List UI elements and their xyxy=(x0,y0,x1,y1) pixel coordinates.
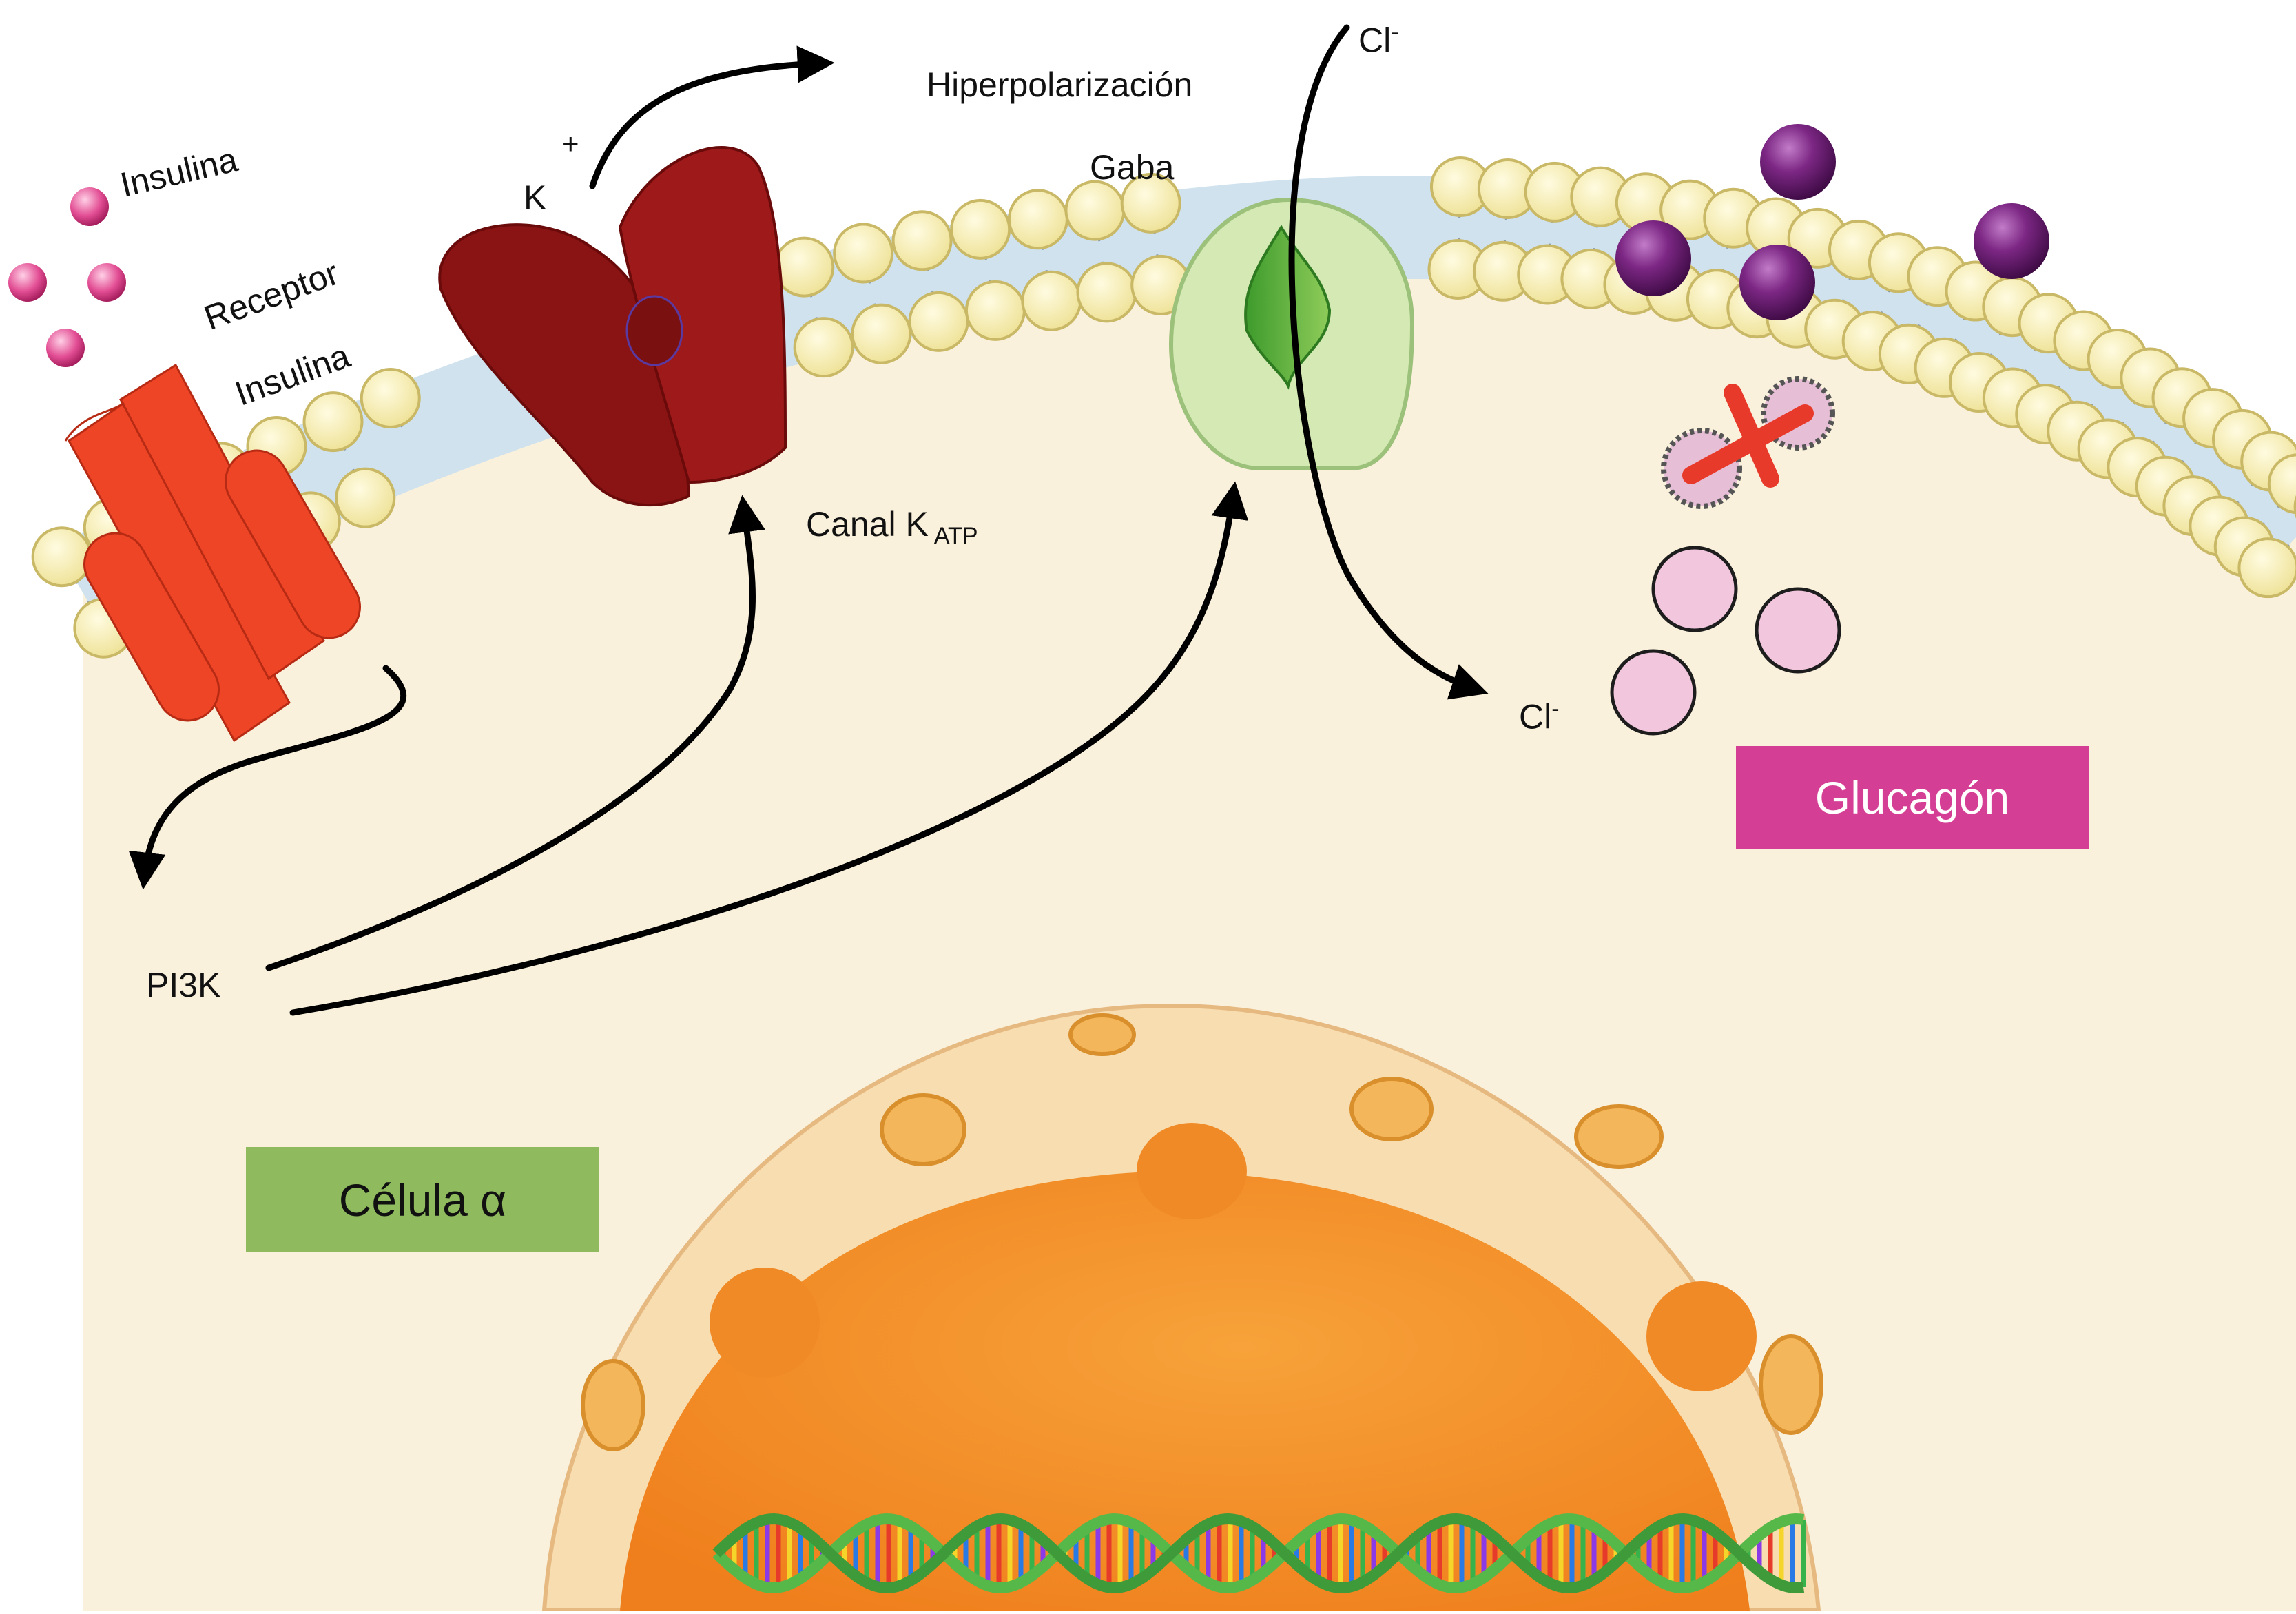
cl-bottom-label: Cl- xyxy=(1519,697,1560,734)
glucagon-outside xyxy=(1615,124,2049,320)
glucagon-granules xyxy=(1610,546,1841,736)
glucagon-box xyxy=(1736,746,2089,849)
canal-k-text: Canal K xyxy=(806,505,929,544)
cl-bottom-symbol: Cl xyxy=(1519,697,1552,736)
insulin-molecules xyxy=(8,187,126,367)
gaba-label: Gaba xyxy=(1090,148,1175,187)
cl-top-symbol: Cl xyxy=(1358,21,1392,60)
glucagon-granule-icon xyxy=(1610,649,1697,736)
insulin-molecule-icon xyxy=(8,263,47,302)
k-charge-label: + xyxy=(562,127,579,160)
nucleoplasm xyxy=(620,1171,1750,1611)
cl-bottom-charge: - xyxy=(1551,696,1560,722)
insulin-receptor-icon xyxy=(64,363,361,743)
cl-top-label: Cl- xyxy=(1358,21,1399,58)
katp-channel-icon xyxy=(438,146,787,507)
arrows xyxy=(128,24,1489,1016)
nucleus xyxy=(541,1003,1823,1613)
cl-influx-arrow xyxy=(1288,24,1489,700)
canal-k-sub: ATP xyxy=(933,523,978,549)
hiperpolarizacion-label: Hiperpolarización xyxy=(927,65,1193,104)
glucagon-granule-icon xyxy=(1755,587,1841,674)
celula-alpha-label: Célula α xyxy=(338,1174,507,1225)
pi3k-to-gaba-arrow xyxy=(289,481,1249,1016)
receptor-to-pi3k-arrow xyxy=(128,665,406,890)
k-efflux-arrow xyxy=(589,45,835,189)
glucagon-label: Glucagón xyxy=(1814,772,2010,823)
insulin-molecule-icon xyxy=(87,263,126,302)
block-x-icon xyxy=(1682,384,1814,488)
pi3k-to-katp-arrow xyxy=(265,495,765,971)
blocked-exocytosis xyxy=(1661,376,1835,509)
cytoplasm xyxy=(83,227,2296,1611)
celula-box xyxy=(246,1147,599,1252)
glucagon-granule-icon xyxy=(1651,546,1738,632)
k-ion-label: K xyxy=(524,178,547,217)
insulin-molecule-icon xyxy=(70,187,109,226)
insulin-molecule-icon xyxy=(46,329,85,367)
pi3k-label: PI3K xyxy=(146,966,221,1004)
cl-top-charge: - xyxy=(1391,19,1399,45)
dna-helix-icon xyxy=(712,1513,1806,1593)
